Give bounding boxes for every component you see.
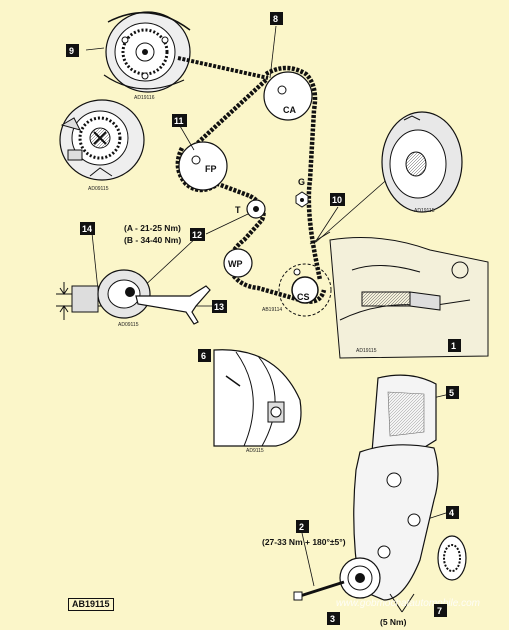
callout-14: 14 — [80, 222, 95, 235]
inset-code-cam: AD19116 — [134, 95, 155, 101]
pulley-ca: CA — [263, 71, 313, 121]
svg-text:5: 5 — [449, 388, 454, 398]
svg-text:13: 13 — [214, 302, 224, 312]
svg-text:9: 9 — [69, 46, 74, 56]
callout-8: 8 — [270, 12, 283, 25]
callout-7: 7 — [434, 604, 447, 617]
inset-code-main: AB19114 — [262, 307, 282, 313]
inset-cam-sprocket: AD19116 — [103, 11, 191, 101]
inset-code-crank: AD19115 — [356, 348, 377, 354]
callout-9: 9 — [66, 44, 79, 57]
pulley-t-label: T — [235, 205, 241, 215]
pulley-fp-label: FP — [205, 164, 217, 174]
svg-text:4: 4 — [449, 508, 454, 518]
inset-code-damper: AD19115 — [414, 208, 435, 214]
torque-cover-bolt: (5 Nm) — [380, 617, 407, 627]
pulley-g-label: G — [298, 177, 305, 187]
torque-crank-bolt: (27-33 Nm + 180°±5°) — [262, 537, 346, 547]
pulley-ca-label: CA — [283, 105, 296, 115]
svg-text:8: 8 — [273, 14, 278, 24]
inset-tensioner: AD09115 — [56, 269, 211, 328]
inset-damper: AD19115 — [381, 111, 463, 214]
torque-tensioner-b: (B - 34-40 Nm) — [124, 235, 181, 245]
svg-text:12: 12 — [192, 230, 202, 240]
inset-code-tensioner: AD09115 — [118, 322, 139, 328]
callout-6: 6 — [198, 349, 211, 362]
callout-1: 1 — [448, 339, 461, 352]
svg-text:1: 1 — [451, 341, 456, 351]
callout-13: 13 — [212, 300, 227, 313]
callout-2: 2 — [296, 520, 309, 533]
figure-reference: AB19115 — [68, 598, 114, 611]
svg-text:7: 7 — [437, 606, 442, 616]
pulley-wp-label: WP — [228, 259, 243, 269]
inset-code-sensor: AD9115 — [246, 448, 264, 454]
callout-10: 10 — [330, 193, 345, 206]
inset-fp-sprocket: AD09115 — [59, 99, 145, 192]
front-cover-assembly — [293, 374, 467, 613]
callout-4: 4 — [446, 506, 459, 519]
callout-11: 11 — [172, 114, 187, 127]
pulley-fp: FP — [178, 141, 228, 191]
callout-3: 3 — [327, 612, 340, 625]
inset-code-fp: AD09115 — [88, 186, 109, 192]
callout-5: 5 — [446, 386, 459, 399]
pulley-t: T — [235, 199, 266, 219]
pulley-cs: CS AB19114 — [262, 263, 332, 317]
svg-text:14: 14 — [82, 224, 92, 234]
torque-tensioner-a: (A - 21-25 Nm) — [124, 223, 181, 233]
svg-text:6: 6 — [201, 351, 206, 361]
watermark: www.gobmochatautomobile.com — [336, 598, 480, 609]
pulley-cs-label: CS — [297, 292, 310, 302]
svg-text:10: 10 — [332, 195, 342, 205]
pulley-g: G — [295, 177, 309, 208]
svg-text:11: 11 — [174, 116, 184, 126]
callout-12: 12 — [190, 228, 205, 241]
inset-sensor: AD9115 — [213, 349, 302, 454]
inset-crank-setup: AD19115 — [329, 237, 489, 359]
svg-text:2: 2 — [299, 522, 304, 532]
pulley-wp: WP — [223, 248, 253, 278]
svg-text:3: 3 — [330, 614, 335, 624]
